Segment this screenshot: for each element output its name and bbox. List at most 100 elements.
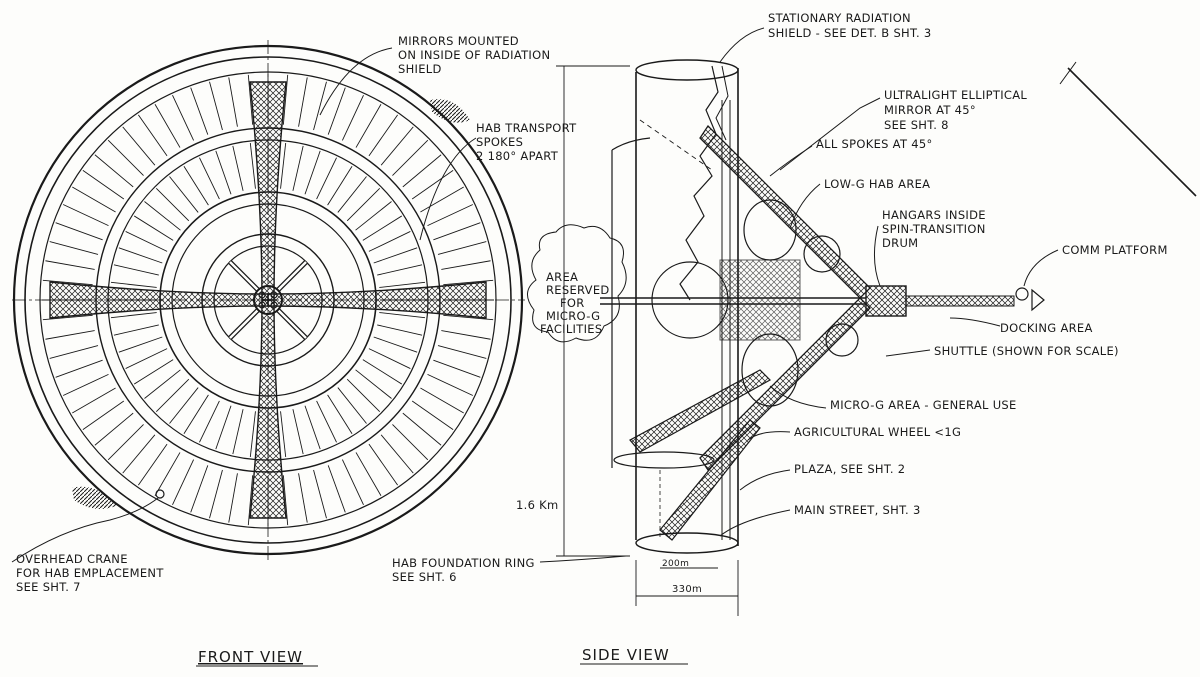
label-shield-1: STATIONARY RADIATION	[768, 11, 911, 25]
mirror-panel-line	[443, 279, 494, 286]
mirror-panel-line	[282, 475, 289, 526]
mirror-panel-line	[49, 241, 99, 255]
mirror-panel-line	[327, 87, 346, 135]
mirror-panel-line	[125, 348, 168, 369]
mirror-panel-line	[437, 345, 487, 359]
front-view-labels: MIRRORS MOUNTED ON INSIDE OF RADIATION S…	[16, 34, 577, 667]
label-mirror-3: SEE SHT. 8	[884, 118, 949, 132]
label-area-3: FOR	[560, 296, 585, 310]
mirror-panel-line	[355, 369, 392, 399]
mirror-panel-line	[304, 150, 321, 195]
label-mirror-2: MIRROR AT 45°	[884, 103, 976, 117]
mirror-panel-line	[346, 378, 381, 413]
mirror-panel-line	[45, 330, 95, 340]
mirror-panel-line	[362, 359, 403, 385]
mirror-panel-line	[110, 312, 157, 319]
mirror-panel-line	[380, 434, 414, 474]
mirror-panel-line	[355, 452, 382, 496]
mirror-panel-line	[209, 81, 223, 131]
label-spokes-3: 2 180° APART	[476, 149, 559, 163]
docking-boom	[905, 295, 1015, 307]
mirror-panel-line	[249, 411, 256, 458]
mirror-panel-line	[282, 74, 289, 125]
mirror-panel-line	[125, 231, 168, 252]
mirror-panel-line	[316, 157, 337, 200]
mirror-panel-line	[228, 77, 238, 127]
label-crane-2: FOR HAB EMPLACEMENT	[16, 566, 164, 580]
mirror-panel-line	[62, 373, 109, 396]
mirror-panel-line	[82, 400, 125, 430]
mirror-panel-line	[368, 231, 411, 252]
label-shuttle: SHUTTLE (SHOWN FOR SCALE)	[934, 344, 1119, 358]
mirror-panel-line	[411, 400, 454, 430]
label-hab-ring-2: SEE SHT. 6	[392, 570, 457, 584]
label-area-4: MICRO-G	[546, 309, 600, 323]
label-hangars-3: DRUM	[882, 236, 918, 250]
mirror-panel-line	[337, 176, 367, 213]
label-area-1: AREA	[546, 270, 578, 284]
mirror-panel-line	[190, 465, 209, 513]
mirror-panel-line	[292, 409, 304, 455]
mirror-panel-line	[172, 459, 195, 506]
label-mirrors-2: ON INSIDE OF RADIATION	[398, 48, 550, 62]
mirror-panel-line	[190, 87, 209, 135]
mirror-panel-line	[411, 170, 454, 200]
low-g-hab-sphere	[825, 323, 859, 357]
mirror-panel-line	[215, 150, 232, 195]
mirror-panel-line	[107, 139, 144, 176]
label-plaza: PLAZA, SEE SHT. 2	[794, 462, 905, 476]
dimension-height: 1.6 Km	[516, 498, 559, 512]
mirror-panel-line	[337, 387, 367, 424]
mirror-panel-line	[433, 222, 481, 241]
mirror-panel-line	[118, 336, 163, 353]
mirror-panel-line	[441, 260, 491, 270]
mirror-panel-line	[368, 443, 398, 486]
mirror-panel-line	[420, 186, 464, 213]
mirror-panel-line	[138, 443, 168, 486]
mirror-panel-line	[183, 165, 209, 206]
label-shield-2: SHIELD - SEE DET. B SHT. 3	[768, 26, 932, 40]
mirror-panel-line	[154, 452, 181, 496]
mirror-panel-line	[144, 201, 181, 231]
mirror-panel-line	[118, 247, 163, 264]
mirror-panel-line	[232, 409, 244, 455]
mirror-panel-line	[144, 369, 181, 399]
mirror-panel-line	[62, 204, 109, 227]
elliptical-mirror	[1067, 67, 1197, 197]
mirror-panel-line	[443, 314, 494, 321]
mirror-panel-line	[199, 400, 220, 443]
shadow-mark	[72, 486, 118, 509]
mirror-panel-line	[247, 74, 254, 125]
mirror-panel-line	[392, 139, 429, 176]
label-area-2: RESERVED	[546, 283, 610, 297]
low-g-hab-sphere	[803, 235, 841, 273]
mirror-panel-line	[209, 469, 223, 519]
mirror-panel-line	[42, 279, 93, 286]
comm-platform	[1015, 287, 1029, 301]
side-view	[527, 27, 1197, 616]
mirror-panel-line	[402, 412, 442, 446]
mirror-panel-line	[110, 281, 157, 288]
spin-transition-drum	[865, 285, 907, 317]
mirror-panel-line	[155, 378, 190, 413]
side-view-title: SIDE VIEW	[582, 646, 670, 664]
mirror-panel-line	[280, 411, 287, 458]
mirror-panel-line	[154, 104, 181, 148]
mirror-panel-line	[133, 359, 174, 385]
label-crane-1: OVERHEAD CRANE	[16, 552, 128, 566]
mirror-panel-line	[368, 348, 411, 369]
mirror-panel-line	[441, 330, 491, 340]
label-agri: AGRICULTURAL WHEEL <1G	[794, 425, 961, 439]
mirror-panel-line	[355, 104, 382, 148]
label-spokes-1: HAB TRANSPORT	[476, 121, 577, 135]
mirror-panel-line	[42, 314, 93, 321]
mirror-panel-line	[72, 387, 116, 414]
label-docking: DOCKING AREA	[1000, 321, 1093, 335]
label-micro-g: MICRO-G AREA - GENERAL USE	[830, 398, 1017, 412]
mirror-panel-line	[247, 475, 254, 526]
mirror-panel-line	[298, 473, 308, 523]
mirror-panel-line	[133, 215, 174, 241]
mirror-panel-line	[362, 215, 403, 241]
mirror-panel-line	[373, 247, 418, 264]
